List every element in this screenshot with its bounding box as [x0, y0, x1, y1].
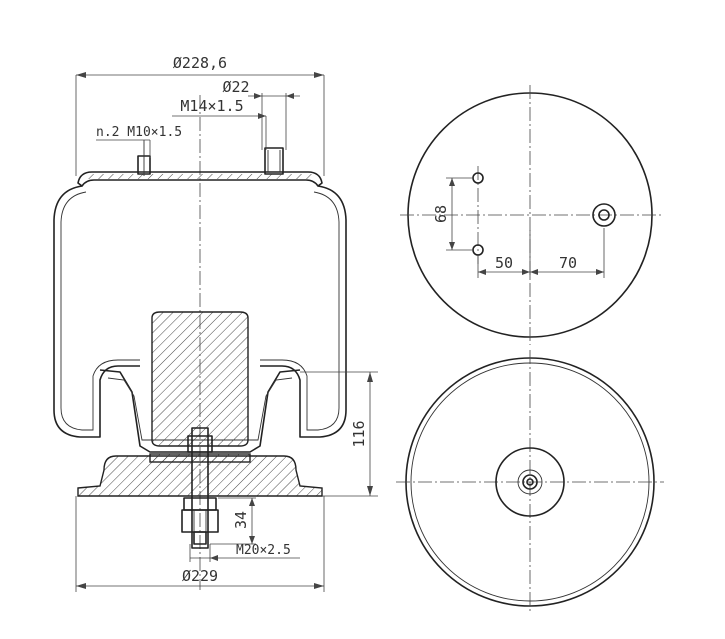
height-dimension: 116 — [300, 371, 378, 497]
port-thread-dimension: M14×1.5 — [172, 97, 267, 150]
air-port-inner — [598, 209, 610, 221]
stud-thread-label: n.2 M10×1.5 — [96, 125, 182, 140]
horizontal-offset-a-label: 50 — [495, 254, 513, 272]
top-plan-view: 68 50 70 — [400, 85, 662, 345]
piston-insert — [149, 453, 251, 463]
piston-base-flange — [77, 455, 323, 497]
air-port-m14 — [264, 147, 284, 175]
piston-boss-nut — [517, 469, 543, 495]
side-section-view: Ø228,6 Ø22 M14×1.5 n.2 M10×1.5 — [53, 54, 378, 592]
port-diameter-label: Ø22 — [222, 78, 249, 96]
center-stud-inner — [526, 478, 534, 486]
bellows-outer-wall-right — [260, 185, 347, 438]
stud-thread-dimension: n.2 M10×1.5 — [96, 125, 182, 158]
piston-boss-outer — [495, 447, 565, 517]
top-diameter-dimension: Ø228,6 — [75, 54, 325, 176]
bellows-inner-wall — [60, 191, 140, 431]
center-stud-outer — [522, 474, 538, 490]
vertical-spacing-label: 68 — [432, 205, 450, 223]
stud-length-label: 34 — [232, 511, 250, 529]
stud-length-dimension: 34 — [210, 497, 256, 545]
bottom-plan-view — [396, 350, 664, 614]
bellows-inner-wall-right — [260, 191, 340, 431]
central-stud — [191, 427, 209, 549]
height-label: 116 — [350, 420, 368, 447]
air-port-outer — [592, 203, 616, 227]
stud-hole-upper — [472, 172, 484, 184]
bottom-diameter-dimension: Ø229 — [75, 496, 325, 592]
bumper-block — [151, 311, 249, 447]
port-thread-label: M14×1.5 — [180, 97, 243, 115]
bottom-diameter-label: Ø229 — [182, 567, 218, 585]
bellows-outer-wall — [53, 185, 140, 438]
horizontal-spacing-dimension: 50 70 — [477, 228, 605, 278]
port-diameter-dimension: Ø22 — [222, 78, 300, 150]
stud-head — [187, 435, 213, 453]
bottom-thread-dimension: M20×2.5 — [189, 543, 300, 562]
vertical-spacing-dimension: 68 — [432, 177, 472, 251]
bottom-thread-label: M20×2.5 — [236, 543, 291, 558]
top-diameter-label: Ø228,6 — [173, 54, 227, 72]
horizontal-offset-b-label: 70 — [559, 254, 577, 272]
